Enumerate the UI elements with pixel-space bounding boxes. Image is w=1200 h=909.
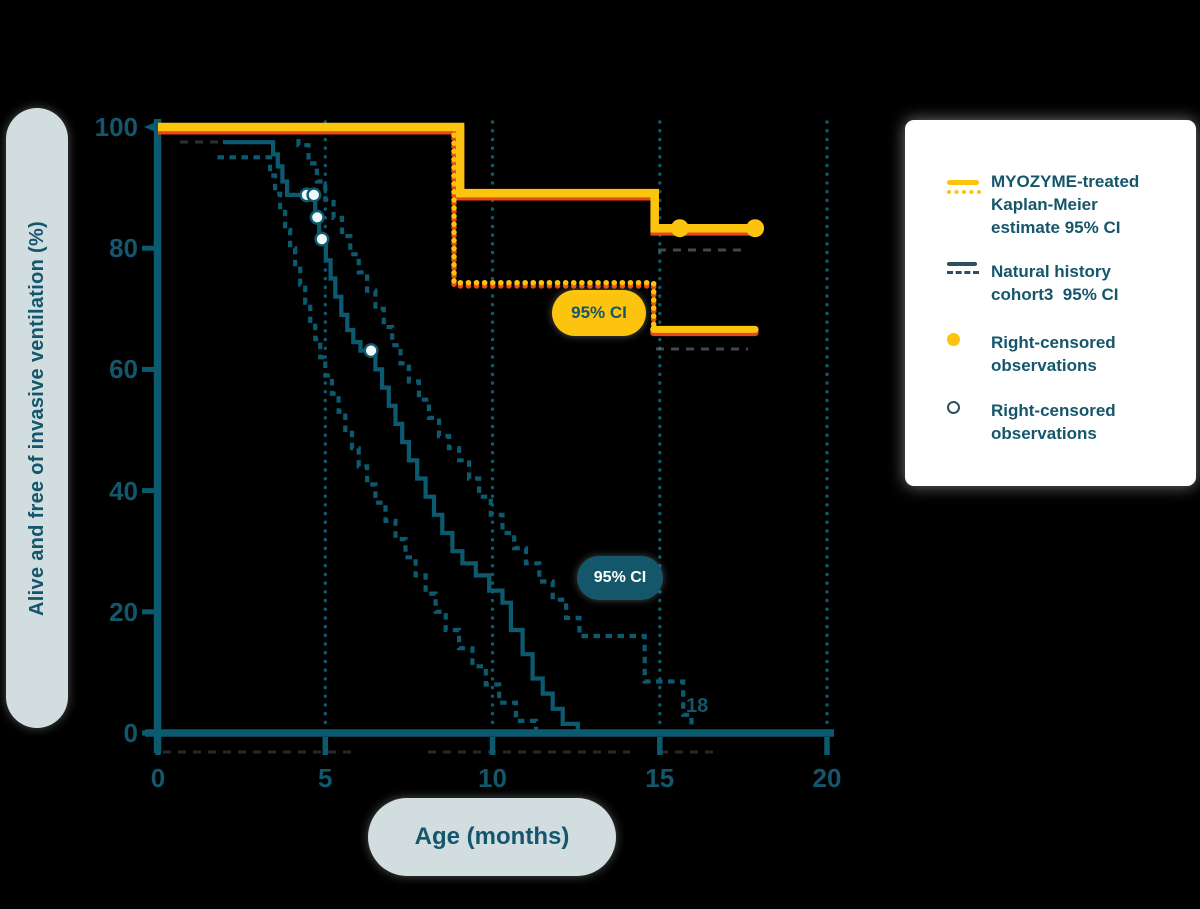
x-tick-label-15: 15 [645,763,675,793]
legend-item-text: MYOZYME-treated Kaplan-Meier estimate 95… [991,172,1140,237]
natural-history-cohort-estimate [222,140,580,733]
y-tick-label-20: 20 [109,596,138,627]
myozyme-censored-dot-1 [746,219,765,238]
y-tick-label-0: 0 [123,718,138,748]
natural-history-ci-badge: 95% CI [577,556,663,600]
y-tick-label-100: 100 [94,112,138,142]
myozyme-ci-badge: 95% CI [552,290,646,336]
natural-history-95-ci-upper-bound [296,127,694,733]
y-tick-label-80: 80 [109,233,138,264]
legend-item-text: Right-censored observations [991,401,1116,443]
yellow-solid-and-dotted-lines-icon [947,180,981,194]
yellow-filled-dot-icon [947,333,960,346]
x-tick-label-5: 5 [318,763,333,793]
nh-censored-circle-2 [309,209,325,225]
legend-item-text: Natural history cohort3 95% CI [991,262,1119,304]
x-tick-label-0: 0 [150,763,166,793]
nh-censored-circle-1 [306,187,322,203]
y-tick-arrow-100 [144,121,158,133]
legend-item-text: Right-censored observations [991,333,1116,375]
x-tick-label-10: 10 [478,763,507,793]
nh-censored-circle-4 [363,343,379,359]
nh-censored-circle-3 [314,231,330,247]
myozyme-95-ci-lower-bound [451,124,657,333]
open-circle-icon [947,401,960,414]
natural-history-95-ci-lower-bound [217,155,539,733]
legend: MYOZYME-treated Kaplan-Meier estimate 95… [905,120,1196,486]
tail-annotation: 18 [686,695,709,717]
x-axis-label-pill: Age (months) [368,798,616,876]
x-axis-label: Age (months) [414,823,570,850]
dark-solid-and-dashed-lines-icon [947,262,979,274]
x-tick-label-20: 20 [812,763,842,793]
y-axis-label-pill: Alive and free of invasive ventilation (… [6,108,68,728]
myozyme-censored-dot-0 [670,219,689,238]
y-tick-label-40: 40 [109,475,138,506]
y-tick-label-60: 60 [109,354,138,385]
